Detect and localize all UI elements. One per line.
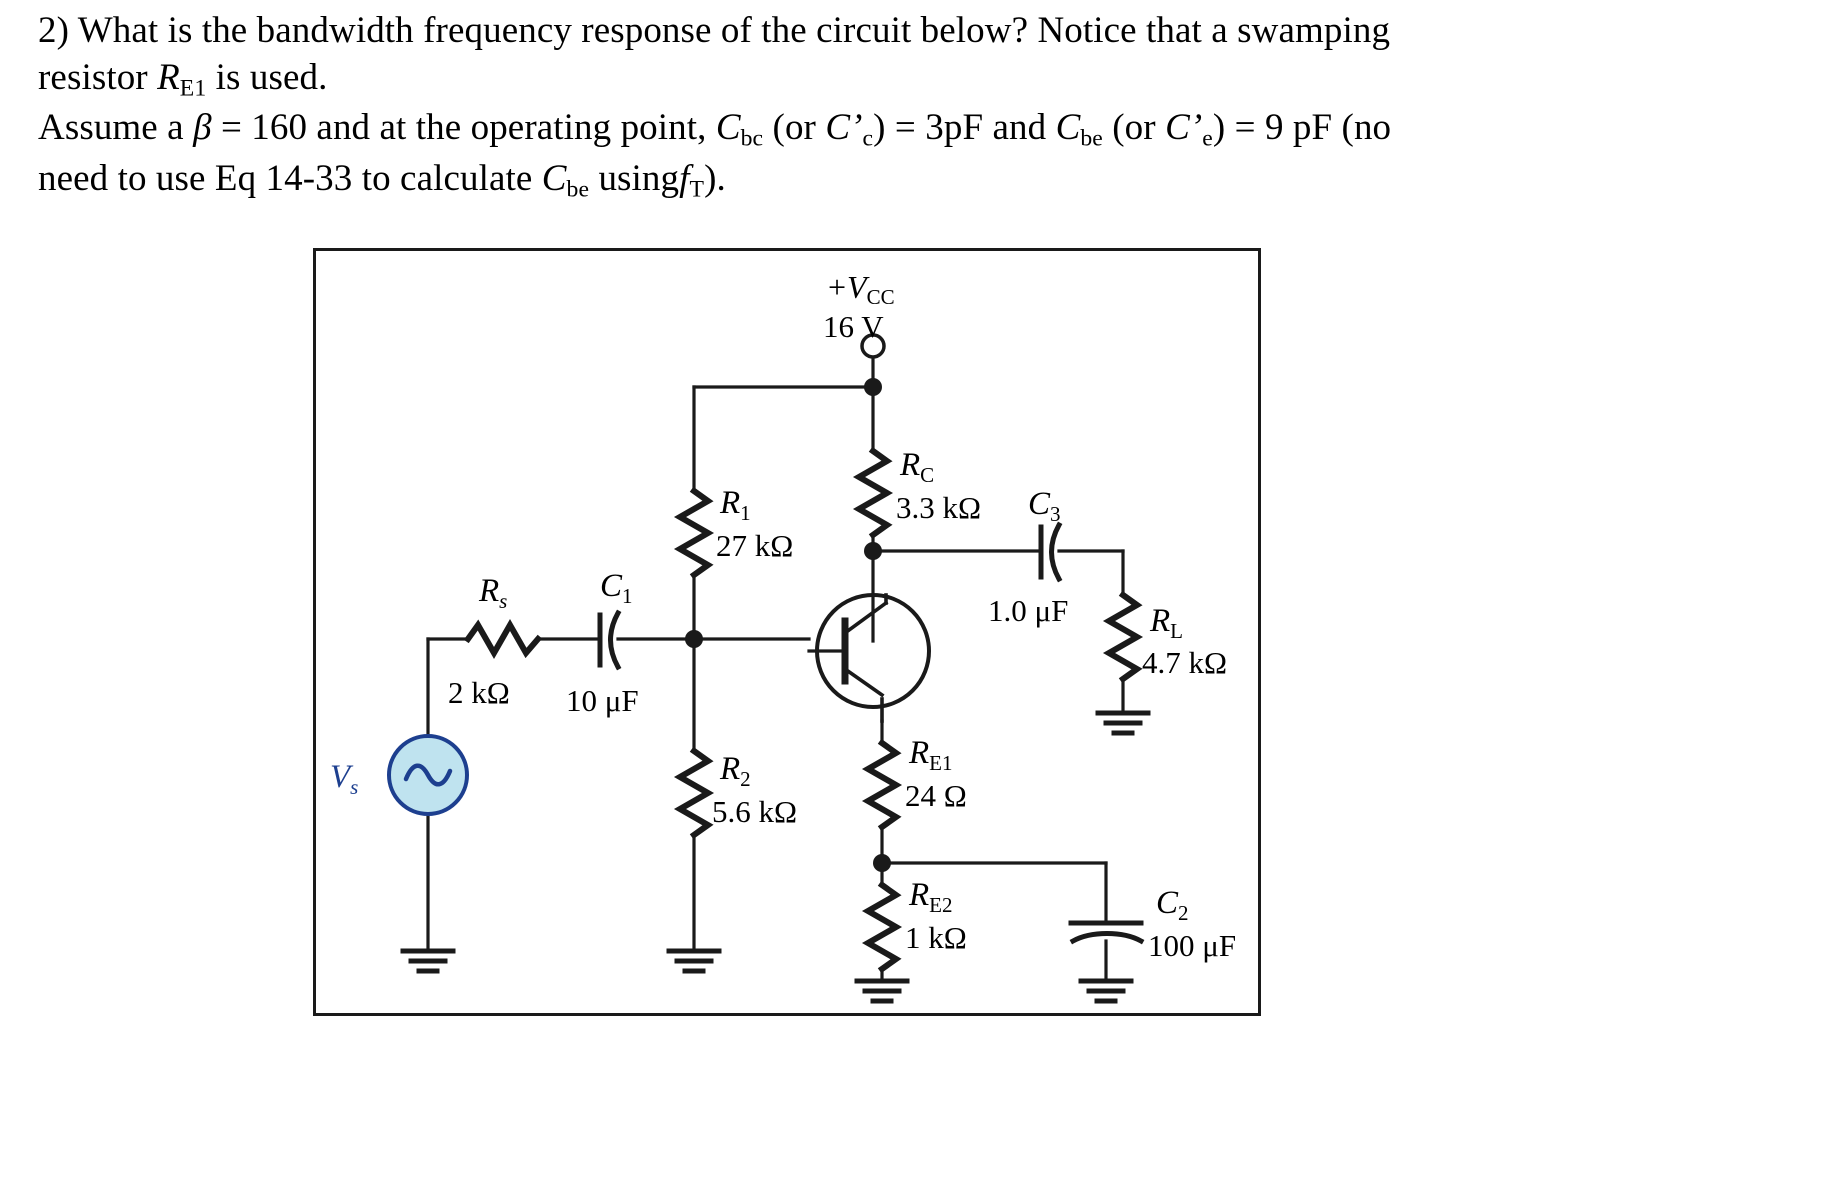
problem-line-1: 2) What is the bandwidth frequency respo…	[38, 8, 1558, 54]
re1-inline-symbol: RE1	[157, 57, 207, 102]
r1-value: 27 kΩ	[716, 528, 793, 563]
c3-symbol: C3	[1028, 486, 1061, 526]
vcc-label: +VCC	[828, 269, 895, 309]
vs-symbol: Vs	[330, 759, 358, 799]
r2-value: 5.6 kΩ	[712, 794, 797, 829]
cbc-alt-close: ) = 3pF and	[873, 107, 1047, 149]
ft-symbol: fT	[679, 157, 705, 203]
resistor-r2-body	[673, 746, 715, 840]
rc-value: 3.3 kΩ	[896, 490, 981, 525]
re1-symbol: RE1	[908, 735, 953, 775]
transistor-emitter-lead	[842, 666, 885, 698]
vcc-terminal-icon	[860, 333, 886, 359]
r2-symbol: R2	[719, 751, 751, 791]
cbe-inline-symbol: Cbe	[541, 157, 590, 203]
resistor-rc-body	[852, 446, 894, 540]
capacitor-c3-plate-right	[1049, 521, 1063, 583]
cbc-alt-open: (or	[772, 107, 816, 149]
cbc-alt-symbol: C’c	[825, 107, 874, 153]
assume-text: Assume a	[38, 107, 184, 149]
cbe-alt-close: ) = 9 pF (no	[1212, 107, 1392, 149]
problem-number: 2)	[38, 10, 70, 51]
resistor-re1-body	[861, 738, 903, 832]
junction-dot-vcc	[864, 378, 882, 396]
cbe-alt-open: (or	[1112, 107, 1156, 149]
cbe-alt-symbol: C’e	[1165, 107, 1213, 153]
eq-reference-text: need to use Eq 14-33 to calculate	[38, 157, 533, 199]
cbc-symbol: Cbc	[715, 107, 764, 153]
problem-line-1-text: What is the bandwidth frequency response…	[77, 10, 1391, 51]
problem-line-2: resistor RE1 is used.	[38, 55, 1558, 104]
problem-line-2-text: resistor	[38, 57, 148, 99]
transistor-collector-lead	[842, 600, 889, 636]
ac-source-sine-icon	[403, 763, 453, 787]
rl-symbol: RL	[1149, 603, 1183, 643]
problem-statement: 2) What is the bandwidth frequency respo…	[38, 8, 1558, 206]
beta-symbol: β	[193, 107, 212, 149]
c2-symbol: C2	[1156, 885, 1189, 925]
capacitor-c1-plate-right	[608, 609, 622, 671]
c1-symbol: C1	[600, 568, 633, 608]
cbe-symbol: Cbe	[1055, 107, 1103, 153]
c2-value: 100 μF	[1148, 928, 1236, 963]
beta-value-text: = 160 and at the operating point,	[220, 107, 707, 149]
using-text: using	[598, 157, 680, 199]
junction-dots	[685, 378, 891, 872]
junction-dot-base	[685, 630, 703, 648]
rs-symbol: Rs	[478, 573, 507, 613]
resistor-r1-body	[673, 486, 715, 580]
problem-line-4: need to use Eq 14-33 to calculate Cbe us…	[38, 156, 1558, 205]
vcc-value: 16 V	[823, 309, 884, 344]
r1-symbol: R1	[719, 485, 751, 525]
vcc-subscript: CC	[867, 285, 895, 309]
junction-dot-emitter	[873, 854, 891, 872]
vcc-symbol: V	[847, 269, 870, 305]
problem-line-3: Assume a β = 160 and at the operating po…	[38, 105, 1558, 154]
re1-value: 24 Ω	[905, 778, 967, 813]
resistor-re2-body	[861, 880, 903, 974]
c1-value: 10 μF	[566, 683, 639, 718]
problem-line-4-tail: ).	[704, 157, 726, 199]
junction-dot-collector	[864, 542, 882, 560]
rc-symbol: RC	[899, 447, 934, 487]
resistor-rs-body	[463, 618, 543, 660]
rs-value: 2 kΩ	[448, 675, 510, 710]
c3-value: 1.0 μF	[988, 593, 1068, 628]
re2-value: 1 kΩ	[905, 920, 967, 955]
rl-value: 4.7 kΩ	[1142, 645, 1227, 680]
capacitor-c2-plate-bottom	[1069, 931, 1145, 945]
circuit-diagram: +VCC 16 V R1 27 kΩ RC 3.3 kΩ C3 1.0 μF R…	[313, 248, 1261, 1016]
resistor-rl-body	[1102, 590, 1144, 684]
problem-line-2-tail: is used.	[215, 57, 328, 99]
re2-symbol: RE2	[908, 877, 953, 917]
